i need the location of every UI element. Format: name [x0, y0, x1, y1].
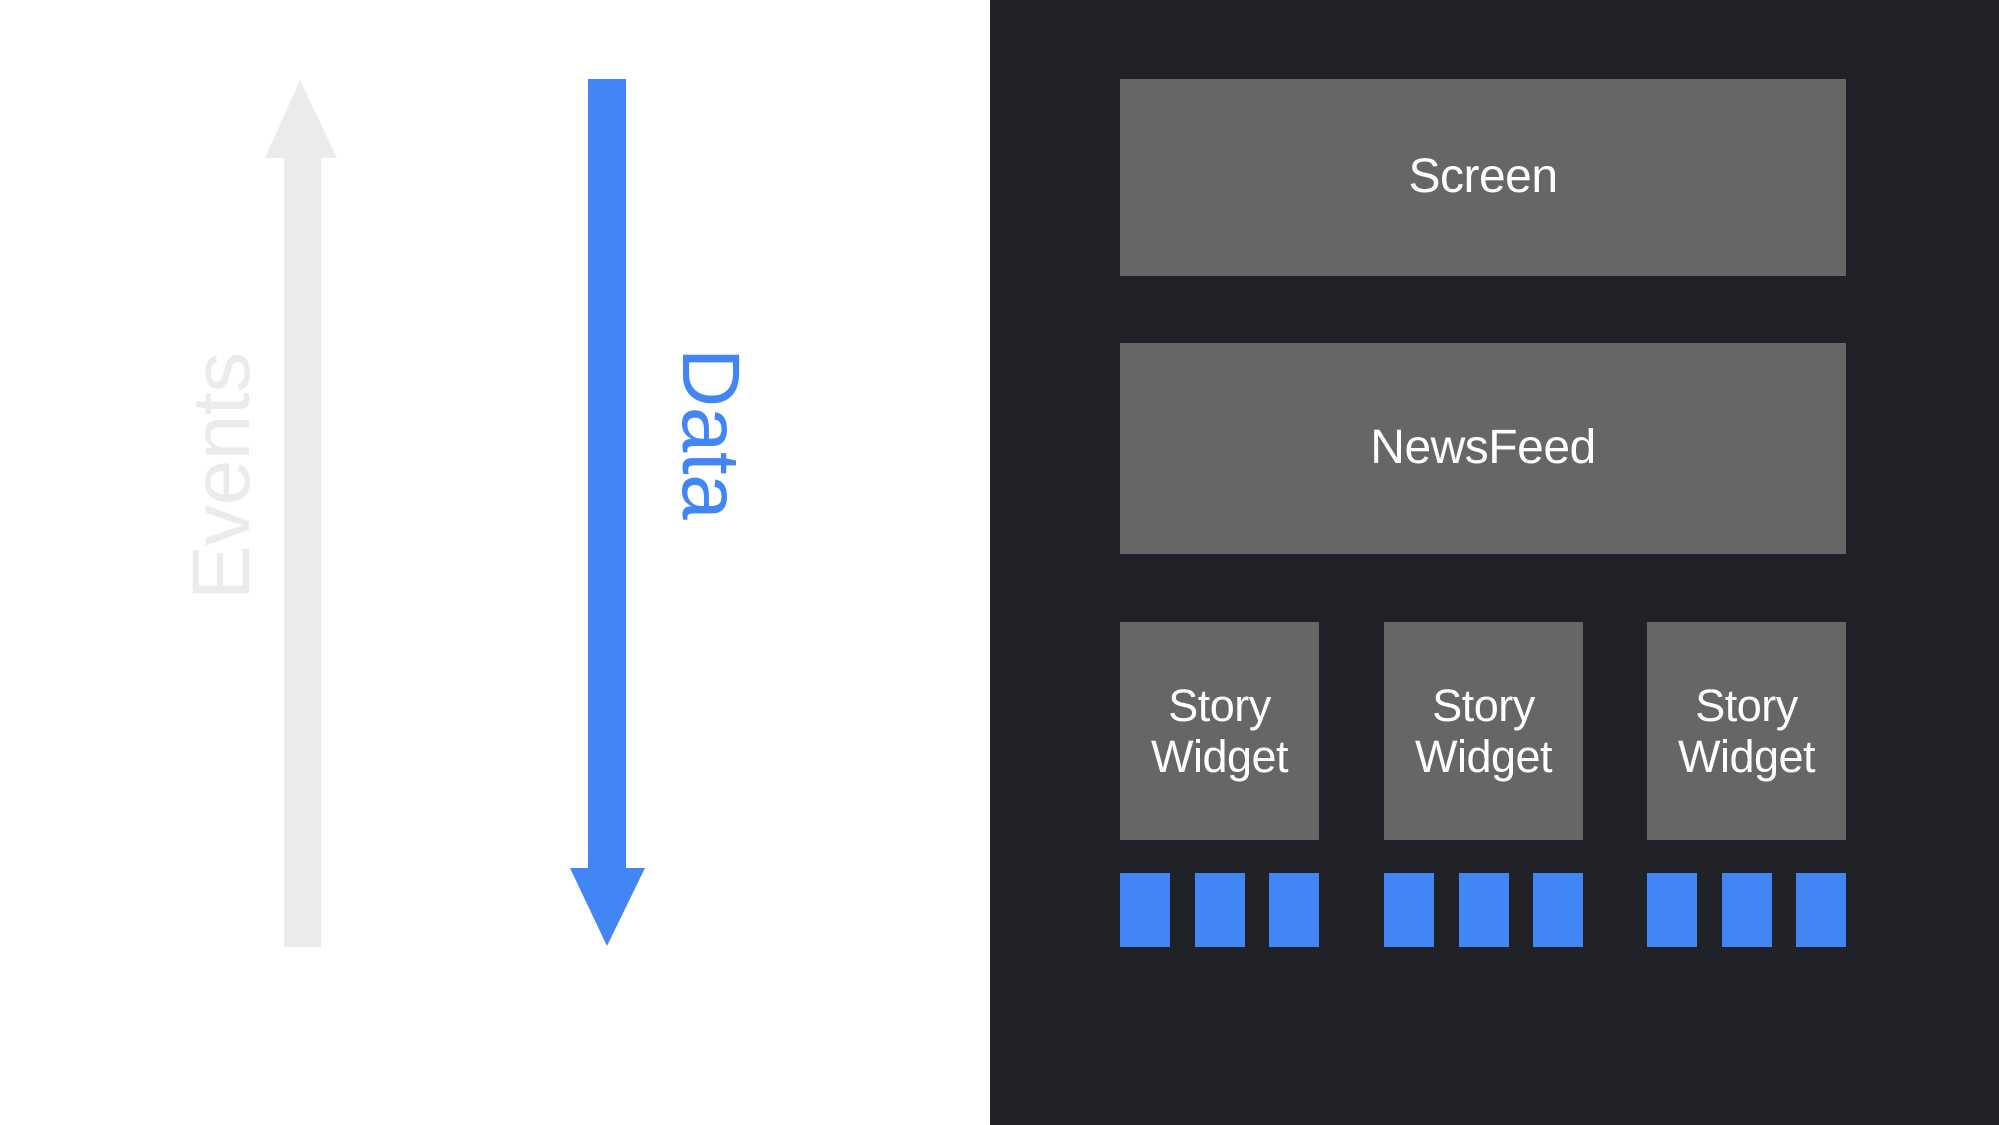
node-story-widget[interactable]: Story Widget — [1647, 622, 1846, 840]
events-label: Events — [176, 352, 267, 600]
data-label: Data — [665, 348, 756, 520]
node-story-widget-label-line2: Widget — [1150, 731, 1289, 782]
node-story-widget-label-line1: Story — [1432, 679, 1535, 731]
node-screen[interactable]: Screen — [1120, 79, 1846, 276]
events-arrow-icon — [265, 80, 337, 947]
node-story-widget-label-line2: Widget — [1677, 731, 1816, 782]
node-screen-label: Screen — [1408, 150, 1558, 204]
node-newsfeed-label: NewsFeed — [1370, 421, 1596, 475]
leaf-bar[interactable] — [1384, 873, 1434, 947]
flow-pane: Events Data — [0, 0, 990, 1125]
leaf-bar[interactable] — [1194, 873, 1245, 947]
node-story-widget-label-line1: Story — [1695, 679, 1798, 731]
story-widget-group: Story Widget — [1120, 622, 1319, 947]
leaf-bar[interactable] — [1533, 873, 1583, 947]
node-story-widget-label-line2: Widget — [1414, 731, 1553, 782]
leaf-bar[interactable] — [1647, 873, 1697, 947]
node-story-widget[interactable]: Story Widget — [1384, 622, 1583, 840]
widget-tree-pane: Screen NewsFeed Story Widget — [990, 0, 1999, 1125]
leaf-bar-row — [1384, 873, 1583, 947]
leaf-bar-row — [1647, 873, 1846, 947]
leaf-bar[interactable] — [1120, 873, 1170, 947]
node-story-widget[interactable]: Story Widget — [1120, 622, 1319, 840]
story-widget-row: Story Widget Story Widget — [1120, 622, 1846, 947]
leaf-bar[interactable] — [1721, 873, 1772, 947]
leaf-bar[interactable] — [1796, 873, 1846, 947]
leaf-bar-row — [1120, 873, 1319, 947]
node-newsfeed[interactable]: NewsFeed — [1120, 343, 1846, 554]
story-widget-group: Story Widget — [1647, 622, 1846, 947]
data-arrow-icon — [570, 79, 645, 946]
node-story-widget-label-line1: Story — [1168, 679, 1271, 731]
story-widget-group: Story Widget — [1384, 622, 1583, 947]
leaf-bar[interactable] — [1269, 873, 1319, 947]
leaf-bar[interactable] — [1458, 873, 1509, 947]
flow-arrows — [265, 79, 645, 947]
